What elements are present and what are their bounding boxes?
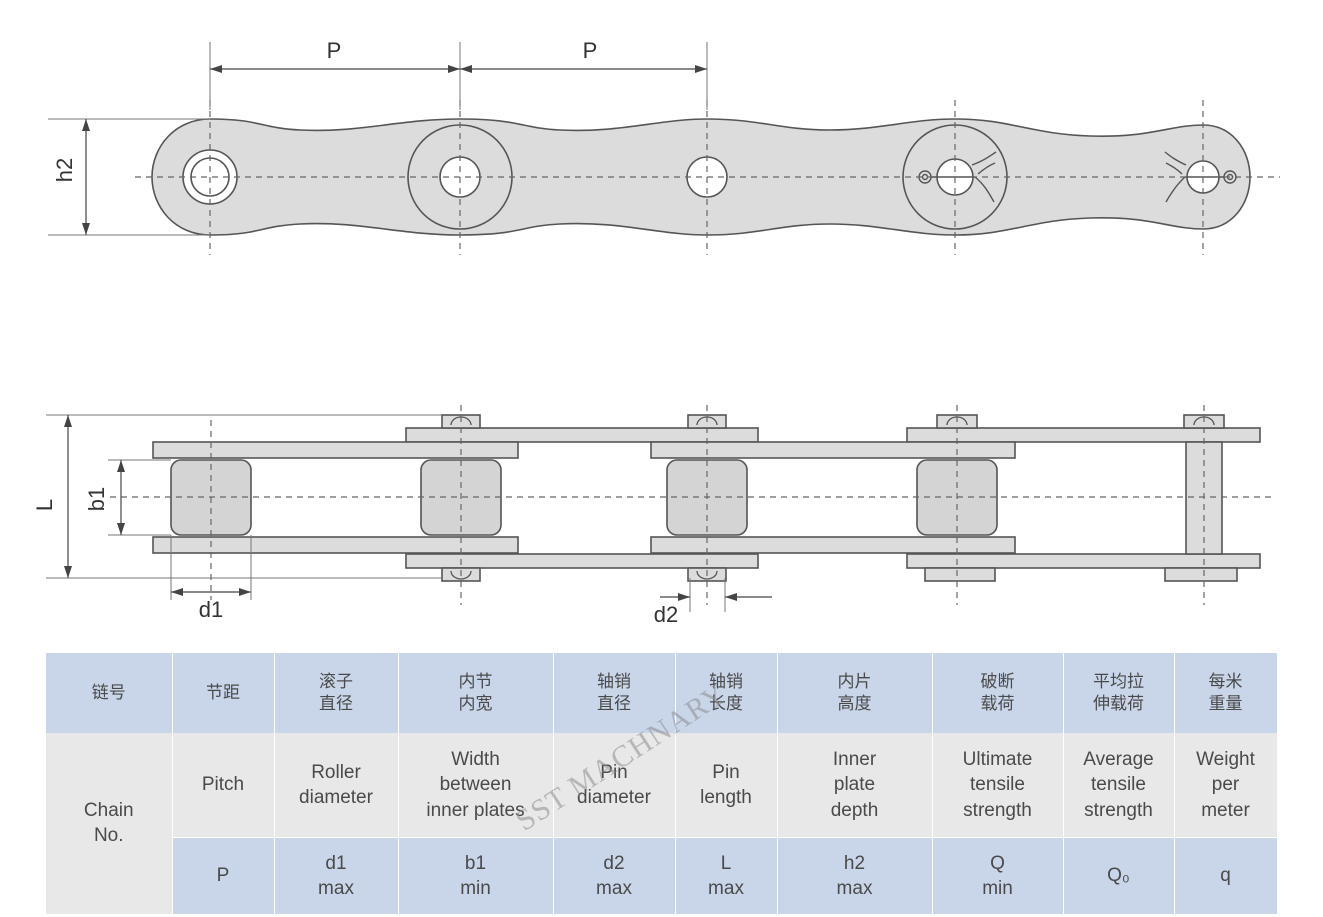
outer-plate-bottom-1: [405, 553, 759, 569]
inner-plate-bottom-2: [650, 536, 1016, 554]
symbol-roller-dia: d1 max: [274, 837, 399, 914]
h2-label: h2: [52, 158, 77, 182]
zh-header-avg-tensile: 平均拉 伸载荷: [1063, 653, 1175, 733]
chain-drawing: P P h2: [32, 38, 1280, 627]
side-view: L b1 d1 d2: [32, 405, 1275, 627]
inner-plate-bottom-1: [152, 536, 519, 554]
en-header-ultimate-tensile: Ultimate tensile strength: [932, 733, 1064, 838]
en-header-pin-length: Pin length: [675, 733, 778, 838]
zh-header-plate-depth: 内片 高度: [777, 653, 933, 733]
pitch-label-1: P: [327, 38, 342, 63]
outer-plate-top-2: [906, 427, 1261, 443]
chinese-header-row: 链号 节距 滚子 直径 内节 内宽 轴销 直径 轴销 长度 内片 高度 破断 载…: [46, 653, 1278, 733]
en-header-inner-width: Width between inner plates: [398, 733, 554, 838]
en-header-average-tensile: Average tensile strength: [1063, 733, 1175, 838]
zh-header-pitch: 节距: [172, 653, 275, 733]
en-header-pin-dia: Pin diameter: [553, 733, 676, 838]
chain-no-header: Chain No.: [46, 733, 173, 915]
outer-plate-bottom-2: [906, 553, 1261, 569]
symbol-plate-depth: h2 max: [777, 837, 933, 914]
en-header-plate-depth: Inner plate depth: [777, 733, 933, 838]
symbol-weight: q: [1174, 837, 1278, 914]
inner-plate-top-2: [650, 441, 1016, 459]
symbol-pin-dia: d2 max: [553, 837, 676, 914]
symbol-ultimate-tensile: Q min: [932, 837, 1064, 914]
zh-header-chain-no: 链号: [46, 653, 173, 733]
english-header-row: Chain No. Pitch Roller diameter Width be…: [46, 733, 1278, 915]
d1-label: d1: [199, 597, 223, 622]
zh-header-inner-width: 内节 内宽: [398, 653, 554, 733]
en-header-roller-dia: Roller diameter: [274, 733, 399, 838]
L-label: L: [32, 499, 57, 511]
pitch-label-2: P: [583, 38, 598, 63]
outer-plate-top-1: [405, 427, 759, 443]
zh-header-pin-length: 轴销 长度: [675, 653, 778, 733]
top-view: P P h2: [48, 38, 1280, 255]
spec-table: 链号 节距 滚子 直径 内节 内宽 轴销 直径 轴销 长度 内片 高度 破断 载…: [46, 653, 1278, 915]
inner-plate-top-1: [152, 441, 519, 459]
symbol-row: P d1 max b1 min d2 max L max h2 max Q mi…: [46, 837, 1278, 914]
symbol-pitch: P: [172, 837, 275, 914]
symbol-pin-length: L max: [675, 837, 778, 914]
symbol-inner-width: b1 min: [398, 837, 554, 914]
zh-header-pin-dia: 轴销 直径: [553, 653, 676, 733]
en-header-weight: Weight per meter: [1174, 733, 1278, 838]
zh-header-weight: 每米 重量: [1174, 653, 1278, 733]
en-header-pitch: Pitch: [172, 733, 275, 838]
b1-label: b1: [84, 487, 109, 511]
zh-header-roller-dia: 滚子 直径: [274, 653, 399, 733]
symbol-average-tensile: Q₀: [1063, 837, 1175, 914]
d2-label: d2: [654, 602, 678, 627]
zh-header-breaking-load: 破断 载荷: [932, 653, 1064, 733]
